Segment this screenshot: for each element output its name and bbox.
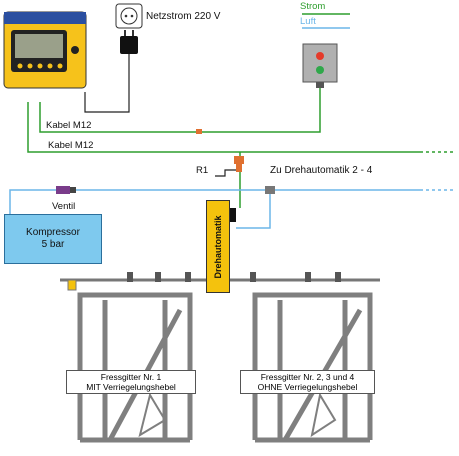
r1-label: R1 [196,165,209,176]
zu-drehautomatik-label: Zu Drehautomatik 2 - 4 [270,165,373,176]
gate-2-label: Fressgitter Nr. 2, 3 und 4 OHNE Verriege… [240,370,375,394]
legend-luft-label: Luft [300,16,316,27]
power-line-main [27,102,420,153]
gate-2-note: OHNE Verriegelungshebel [257,382,358,392]
junction-connector [234,156,244,172]
gate-1-name: Fressgitter Nr. 1 [100,372,162,382]
r1-lead [215,169,240,177]
gate-details-1 [138,392,167,438]
legend-strom-label: Strom [300,1,326,12]
gate-1-note: MIT Verriegelungshebel [86,382,176,392]
drehautomatik-box: Drehautomatik [206,200,230,293]
kabel-m12-top-label: Kabel M12 [46,120,92,131]
valve-icon [56,186,76,194]
switch-box [302,43,338,88]
air-line-main [9,189,420,214]
mains-cable-line [84,52,130,113]
rail-hooks [127,272,341,282]
gate-1-label: Fressgitter Nr. 1 MIT Verriegelungshebel [66,370,196,394]
kompressor-pressure: 5 bar [41,239,65,250]
gate-frame-2 [252,292,373,443]
mains-cable [84,52,240,177]
air-line-drop [236,190,271,229]
gate-2-name: Fressgitter Nr. 2, 3 und 4 [260,372,355,382]
kompressor-name: Kompressor [26,227,80,238]
controller-device [3,11,87,89]
cable-connector [196,129,202,134]
dreh-connector [228,208,236,222]
netzstrom-label: Netzstrom 220 V [146,11,221,22]
kompressor-box: Kompressor 5 bar [4,214,102,264]
power-line-switchbox [39,88,321,133]
gate-details-2 [310,392,337,438]
power-socket-icon [115,3,143,29]
kabel-m12-bottom-label: Kabel M12 [48,140,94,151]
plug-icon [120,30,138,54]
lever-marker [67,279,77,291]
ventil-label: Ventil [52,201,76,212]
air-t-connector [265,186,275,194]
drehautomatik-label: Drehautomatik [213,214,223,279]
air-lines [9,189,455,229]
gate-frame-1 [77,292,193,443]
